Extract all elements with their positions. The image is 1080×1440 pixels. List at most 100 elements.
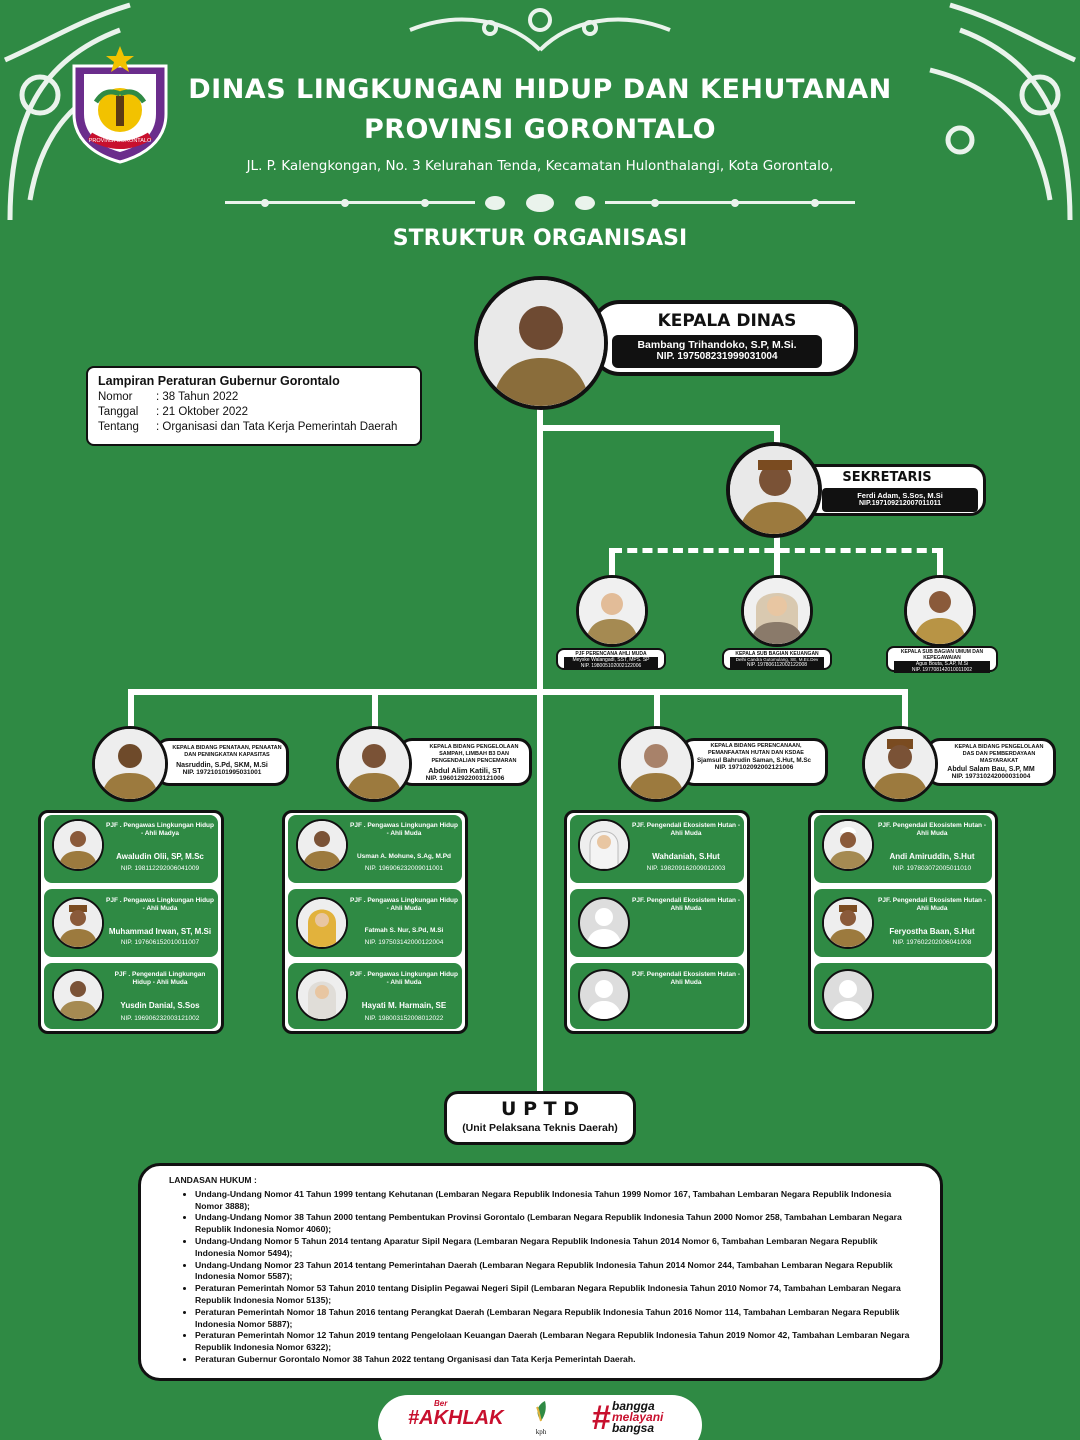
div-drop-3 [654, 689, 660, 727]
sec-unit-photo [904, 575, 976, 647]
staff-name: Wahdaniah, S.Hut [652, 852, 720, 861]
div-horizontal-line [128, 689, 908, 695]
sec-unit-box: KEPALA SUB BAGIAN KEUANGAN Delhi Candra … [722, 648, 832, 670]
legal-basis-box: LANDASAN HUKUM : Undang-Undang Nomor 41 … [138, 1163, 943, 1381]
staff-item: PJF . Pengawas Lingkungan Hidup - Ahli M… [288, 815, 462, 883]
legal-item: Undang-Undang Nomor 5 Tahun 2014 tentang… [195, 1236, 920, 1260]
staff-name: Yusdin Danial, S.Sos [120, 1001, 200, 1010]
division-namebox: KEPALA BIDANG PENGELOLAAN SAMPAH, LIMBAH… [398, 738, 532, 786]
bangsa-text: bangsa [612, 1421, 655, 1435]
staff-photo [52, 819, 104, 871]
staff-name: Awaludin Olii, SP, M.Sc [116, 852, 204, 861]
header-title-line2: PROVINSI GORONTALO [363, 114, 717, 145]
sec-unit-name: Delhi Candra Gutomulang, SE, M.Ec.Dev [730, 657, 824, 662]
staff-title: PJF . Pengawas Lingkungan Hidup - Ahli M… [350, 971, 458, 986]
kph-text: kph [535, 1428, 547, 1436]
staff-nip: NIP. 198003152008012022 [364, 1015, 444, 1022]
division-photo [92, 726, 168, 802]
staff-photo [578, 819, 630, 871]
staff-title: PJF. Pengendali Ekosistem Hutan - Ahli M… [878, 897, 986, 912]
division-name: Abdul Salam Bau, S.P, MM [947, 766, 1035, 773]
sec-unit-role: PJF PERENCANA AHLI MUDA [575, 651, 647, 657]
staff-item [814, 963, 992, 1029]
legal-item: Peraturan Pemerintah Nomor 18 Tahun 2016… [195, 1307, 920, 1331]
staff-title: PJF. Pengendali Ekosistem Hutan - Ahli M… [632, 822, 740, 837]
header-address: JL. P. Kalengkongan, No. 3 Kelurahan Ten… [246, 158, 834, 174]
div-drop-2 [372, 689, 378, 727]
staff-photo [296, 819, 348, 871]
staff-name: Feryostha Baan, S.Hut [889, 927, 975, 936]
avatar-placeholder-icon [578, 897, 630, 949]
sec-unit-photo [576, 575, 648, 647]
division-photo [862, 726, 938, 802]
staff-photo [822, 897, 874, 949]
sec-unit-nip: NIP. 198005102002122006 [564, 663, 658, 669]
division-name: Abdul Alim Katili, ST [428, 766, 502, 775]
staff-photo [52, 897, 104, 949]
staff-item: PJF. Pengendali Ekosistem Hutan - Ahli M… [570, 889, 744, 957]
staff-photo [296, 897, 348, 949]
melayani-text: melayani [612, 1410, 664, 1424]
sec-unit-photo [741, 575, 813, 647]
main-vertical-line [537, 385, 543, 1095]
staff-nip: NIP. 196906232003121002 [120, 1015, 200, 1022]
avatar-placeholder-icon [578, 969, 630, 1021]
staff-photo [822, 819, 874, 871]
staff-title: PJF. Pengendali Ekosistem Hutan - Ahli M… [632, 971, 740, 986]
sec-unit-name: Agus Bouta, S.AP, M.Si [894, 661, 990, 667]
staff-title: PJF . Pengawas Lingkungan Hidup - Ahli M… [106, 822, 214, 837]
lampiran-box: Lampiran Peraturan Gubernur Gorontalo No… [86, 366, 422, 446]
staff-nip: NIP. 197503142000122004 [364, 939, 444, 946]
secretary-name: Ferdi Adam, S.Sos, M.Si [857, 491, 943, 500]
legal-item: Peraturan Gubernur Gorontalo Nomor 38 Ta… [195, 1354, 920, 1366]
division-namebox: KEPALA BIDANG PERENCANAAN, PEMANFAATAN H… [680, 738, 828, 786]
staff-item: PJF. Pengendali Ekosistem Hutan - Ahli M… [570, 815, 744, 883]
header-title-line1: DINAS LINGKUNGAN HIDUP DAN KEHUTANAN [188, 74, 892, 105]
div-drop-4 [902, 689, 908, 727]
leaf-icon [536, 1401, 546, 1422]
legal-item: Peraturan Pemerintah Nomor 53 Tahun 2010… [195, 1283, 920, 1307]
lampiran-title: Lampiran Peraturan Gubernur Gorontalo [98, 374, 340, 388]
avatar-placeholder-icon [822, 969, 874, 1021]
staff-title: PJF. Pengendali Ekosistem Hutan - Ahli M… [878, 822, 986, 837]
secretary-nip: NIP.197109212007011011 [858, 500, 941, 507]
lampiran-row: Tanggal: 21 Oktober 2022 [98, 405, 410, 420]
division-nip: NIP. 197310242000031004 [951, 773, 1031, 780]
divider-ornament [225, 194, 855, 212]
sec-unit-nip: NIP. 197806112002122008 [730, 662, 824, 668]
staff-name: Hayati M. Harmain, SE [361, 1001, 447, 1010]
staff-title: PJF . Pengawas Lingkungan Hidup - Ahli M… [350, 897, 458, 912]
legal-heading: LANDASAN HUKUM : [169, 1175, 257, 1185]
staff-nip: NIP. 197803072005011010 [892, 865, 972, 872]
head-name: Bambang Trihandoko, S.P, M.Si. [637, 339, 797, 351]
lampiran-key: Tentang [98, 421, 139, 433]
akhlak-text: #AKHLAK [408, 1407, 504, 1429]
staff-nip: NIP. 198112292006041009 [120, 865, 200, 872]
lampiran-key: Nomor [98, 391, 133, 403]
staff-item: PJF . Pengawas Lingkungan Hidup - Ahli M… [288, 963, 462, 1029]
div-drop-1 [128, 689, 134, 727]
secretary-role: SEKRETARIS [842, 470, 932, 485]
division-nip: NIP. 196012922003121006 [425, 775, 505, 782]
staff-title: PJF . Pengawas Lingkungan Hidup - Ahli M… [350, 822, 458, 837]
staff-item: PJF. Pengendali Ekosistem Hutan - Ahli M… [570, 963, 744, 1029]
staff-item: PJF. Pengendali Ekosistem Hutan - Ahli M… [814, 815, 992, 883]
staff-title: PJF . Pengawas Lingkungan Hidup - Ahli M… [106, 897, 214, 912]
head-info: Bambang Trihandoko, S.P, M.Si. NIP. 1975… [612, 335, 822, 368]
sec-unit-name: Meyske Walangadi, SST, MPS. SP [564, 657, 658, 663]
division-photo [336, 726, 412, 802]
staff-title: PJF. Pengendali Ekosistem Hutan - Ahli M… [632, 897, 740, 912]
lampiran-row: Nomor: 38 Tahun 2022 [98, 390, 410, 405]
legal-item: Undang-Undang Nomor 41 Tahun 1999 tentan… [195, 1189, 920, 1213]
lampiran-key: Tanggal [98, 406, 139, 418]
logo-text: PROVINSI GORONTALO [89, 138, 152, 144]
staff-item: PJF . Pengawas Lingkungan Hidup - Ahli M… [288, 889, 462, 957]
head-role: KEPALA DINAS [612, 307, 842, 335]
uptd-box: U P T D (Unit Pelaksana Teknis Daerah) [444, 1091, 636, 1145]
legal-item: Undang-Undang Nomor 38 Tahun 2000 tentan… [195, 1212, 920, 1236]
division-role: KEPALA BIDANG PENGELOLAAN SAMPAH, LIMBAH… [429, 744, 519, 764]
province-logo: PROVINSI GORONTALO [72, 46, 168, 164]
division-namebox: KEPALA BIDANG PENATAAN, PENAATAN DAN PEN… [155, 738, 289, 786]
staff-name: Muhammad Irwan, ST, M.Si [108, 927, 212, 936]
sec-unit-box: KEPALA SUB BAGIAN UMUM DAN KEPEGAWAIAN A… [886, 646, 998, 673]
